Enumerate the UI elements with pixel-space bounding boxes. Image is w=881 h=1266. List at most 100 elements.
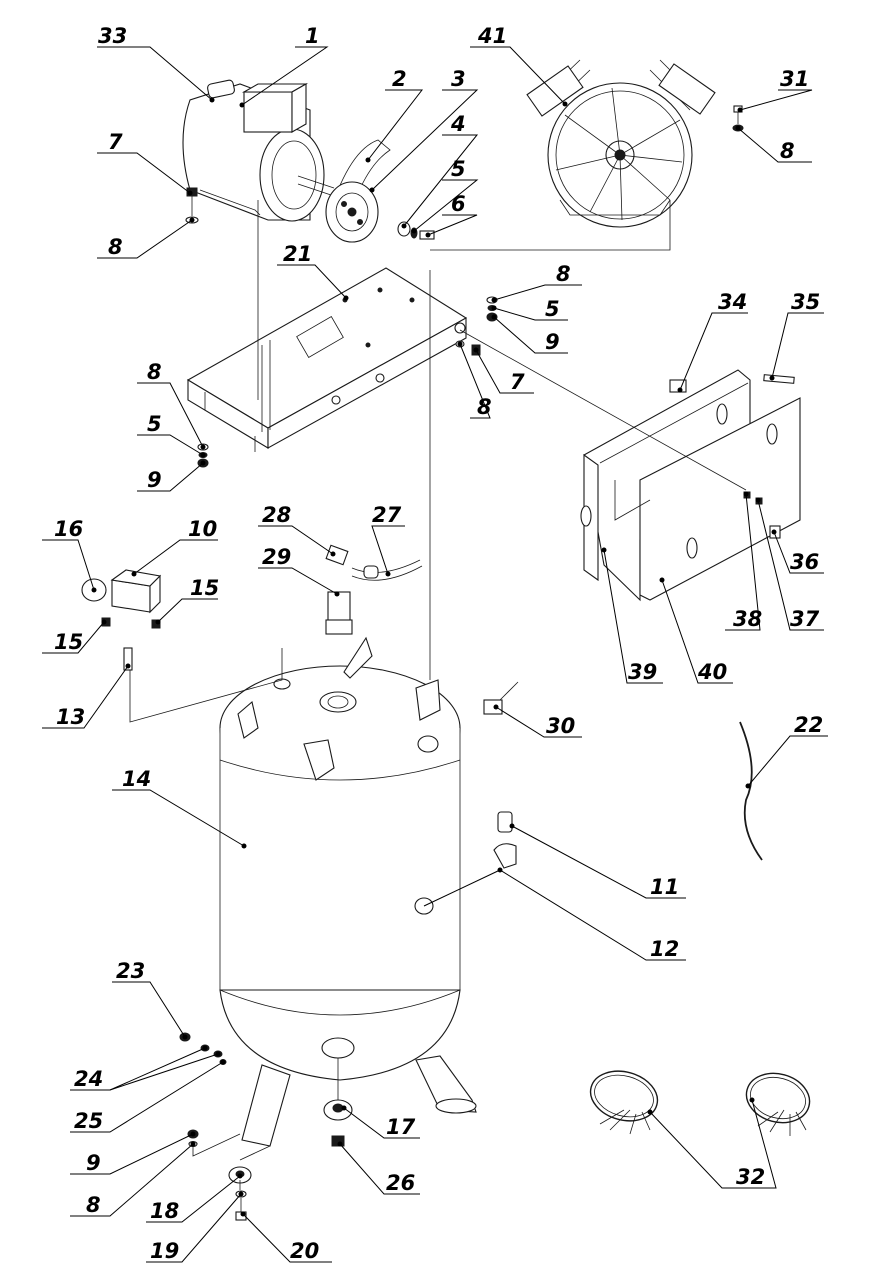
callout-9-base-right: 9	[491, 314, 568, 354]
callout-6: 6	[425, 192, 478, 238]
pump-flywheel	[526, 59, 716, 228]
base-plate	[186, 267, 468, 452]
callout-5-base-right: 5	[491, 297, 568, 321]
callout-4: 4	[401, 112, 479, 229]
callout-19-label: 19	[150, 1239, 179, 1263]
callout-8-base-right: 8	[491, 262, 582, 303]
motor	[182, 79, 335, 222]
callout-31-label: 31	[780, 67, 809, 91]
callout-35: 35	[769, 290, 824, 381]
callout-13-label: 13	[56, 705, 85, 729]
callout-1-label: 1	[305, 24, 320, 48]
callout-9-base-left: 9	[137, 460, 206, 492]
belt-guard	[580, 369, 801, 602]
callout-4-label: 4	[450, 112, 466, 136]
callout-5-base-left-label: 5	[147, 412, 162, 436]
callout-14-label: 14	[122, 767, 151, 791]
safety-valve	[483, 681, 519, 715]
callout-38: 38	[725, 491, 762, 631]
gauge-fittings	[493, 811, 517, 869]
callout-15-right-label: 15	[190, 576, 219, 600]
callout-12-label: 12	[650, 937, 679, 961]
callout-29-label: 29	[262, 545, 291, 569]
callout-36-label: 36	[790, 550, 819, 574]
callout-26: 26	[337, 1141, 420, 1195]
callout-28-label: 28	[262, 503, 291, 527]
callout-32: 32	[647, 1097, 777, 1189]
callout-38-label: 38	[733, 607, 762, 631]
callout-10-label: 10	[188, 517, 217, 541]
callout-22: 22	[745, 713, 828, 789]
callout-3-label: 3	[451, 67, 466, 91]
callout-30: 30	[493, 704, 582, 738]
callout-21-label: 21	[283, 242, 312, 266]
callout-37-label: 37	[790, 607, 820, 631]
hose	[739, 721, 763, 861]
callout-34: 34	[677, 290, 748, 393]
check-valve-and-tube	[325, 544, 423, 635]
callouts: 33 1 2 3 4 5 6	[42, 24, 828, 1263]
callout-28: 28	[258, 503, 336, 557]
callout-17-label: 17	[386, 1115, 416, 1139]
callout-27-label: 27	[372, 503, 402, 527]
callout-39-label: 39	[628, 660, 657, 684]
callout-5-base-right-label: 5	[545, 297, 560, 321]
callout-27: 27	[371, 503, 405, 577]
callout-20-label: 20	[290, 1239, 319, 1263]
callout-31: 31	[737, 67, 813, 113]
callout-29: 29	[258, 545, 340, 597]
callout-18: 18	[146, 1173, 243, 1223]
air-tank	[219, 636, 461, 1081]
callout-34-label: 34	[718, 290, 747, 314]
callout-9-bottom-label: 9	[86, 1151, 101, 1175]
callout-8-motor: 8	[97, 217, 195, 259]
callout-18-label: 18	[150, 1199, 179, 1223]
callout-1: 1	[239, 24, 329, 108]
callout-7-motor: 7	[97, 130, 193, 196]
callout-37: 37	[755, 497, 824, 631]
callout-15-right: 15	[155, 576, 219, 625]
callout-8-base-mid: 8	[457, 341, 492, 419]
callout-8-bottom: 8	[70, 1141, 196, 1217]
callout-30-label: 30	[546, 714, 575, 738]
pressure-switch	[81, 569, 162, 671]
callout-36: 36	[771, 529, 824, 574]
callout-20: 20	[240, 1211, 332, 1263]
callout-8-base-right-label: 8	[556, 262, 571, 286]
assembly-centerlines	[129, 200, 747, 1190]
callout-16-label: 16	[54, 517, 83, 541]
callout-26-label: 26	[386, 1171, 415, 1195]
callout-15-left: 15	[42, 619, 107, 654]
callout-11: 11	[509, 823, 686, 899]
callout-23: 23	[112, 959, 188, 1040]
callout-5-base-left: 5	[137, 412, 206, 458]
callout-7-motor-label: 7	[108, 130, 123, 154]
callout-9-bottom: 9	[70, 1131, 196, 1175]
callout-10: 10	[131, 517, 218, 577]
callout-8-base-mid-label: 8	[477, 395, 492, 419]
callout-14: 14	[112, 767, 247, 849]
callout-39: 39	[601, 547, 663, 684]
callout-5-top-label: 5	[451, 157, 466, 181]
callout-12: 12	[423, 867, 686, 961]
drain-valve	[323, 1099, 353, 1147]
callout-23-label: 23	[116, 959, 145, 983]
callout-8-pump-label: 8	[780, 139, 795, 163]
callout-9-base-left-label: 9	[147, 468, 162, 492]
callout-17: 17	[341, 1105, 420, 1139]
callout-41: 41	[470, 24, 568, 107]
callout-16: 16	[42, 517, 97, 593]
callout-9-base-right-label: 9	[545, 330, 560, 354]
callout-35-label: 35	[791, 290, 820, 314]
callout-5-top: 5	[411, 157, 479, 234]
callout-2: 2	[365, 67, 424, 163]
wire-harnesses	[589, 1070, 811, 1136]
callout-7-base-label: 7	[510, 370, 525, 394]
callout-8-base-left: 8	[137, 360, 206, 450]
callout-8-pump: 8	[735, 125, 812, 163]
callout-11-label: 11	[650, 875, 679, 899]
callout-33: 33	[97, 24, 215, 103]
callout-25: 25	[70, 1059, 226, 1133]
pulley-and-belt	[325, 139, 391, 243]
callout-25-label: 25	[74, 1109, 103, 1133]
